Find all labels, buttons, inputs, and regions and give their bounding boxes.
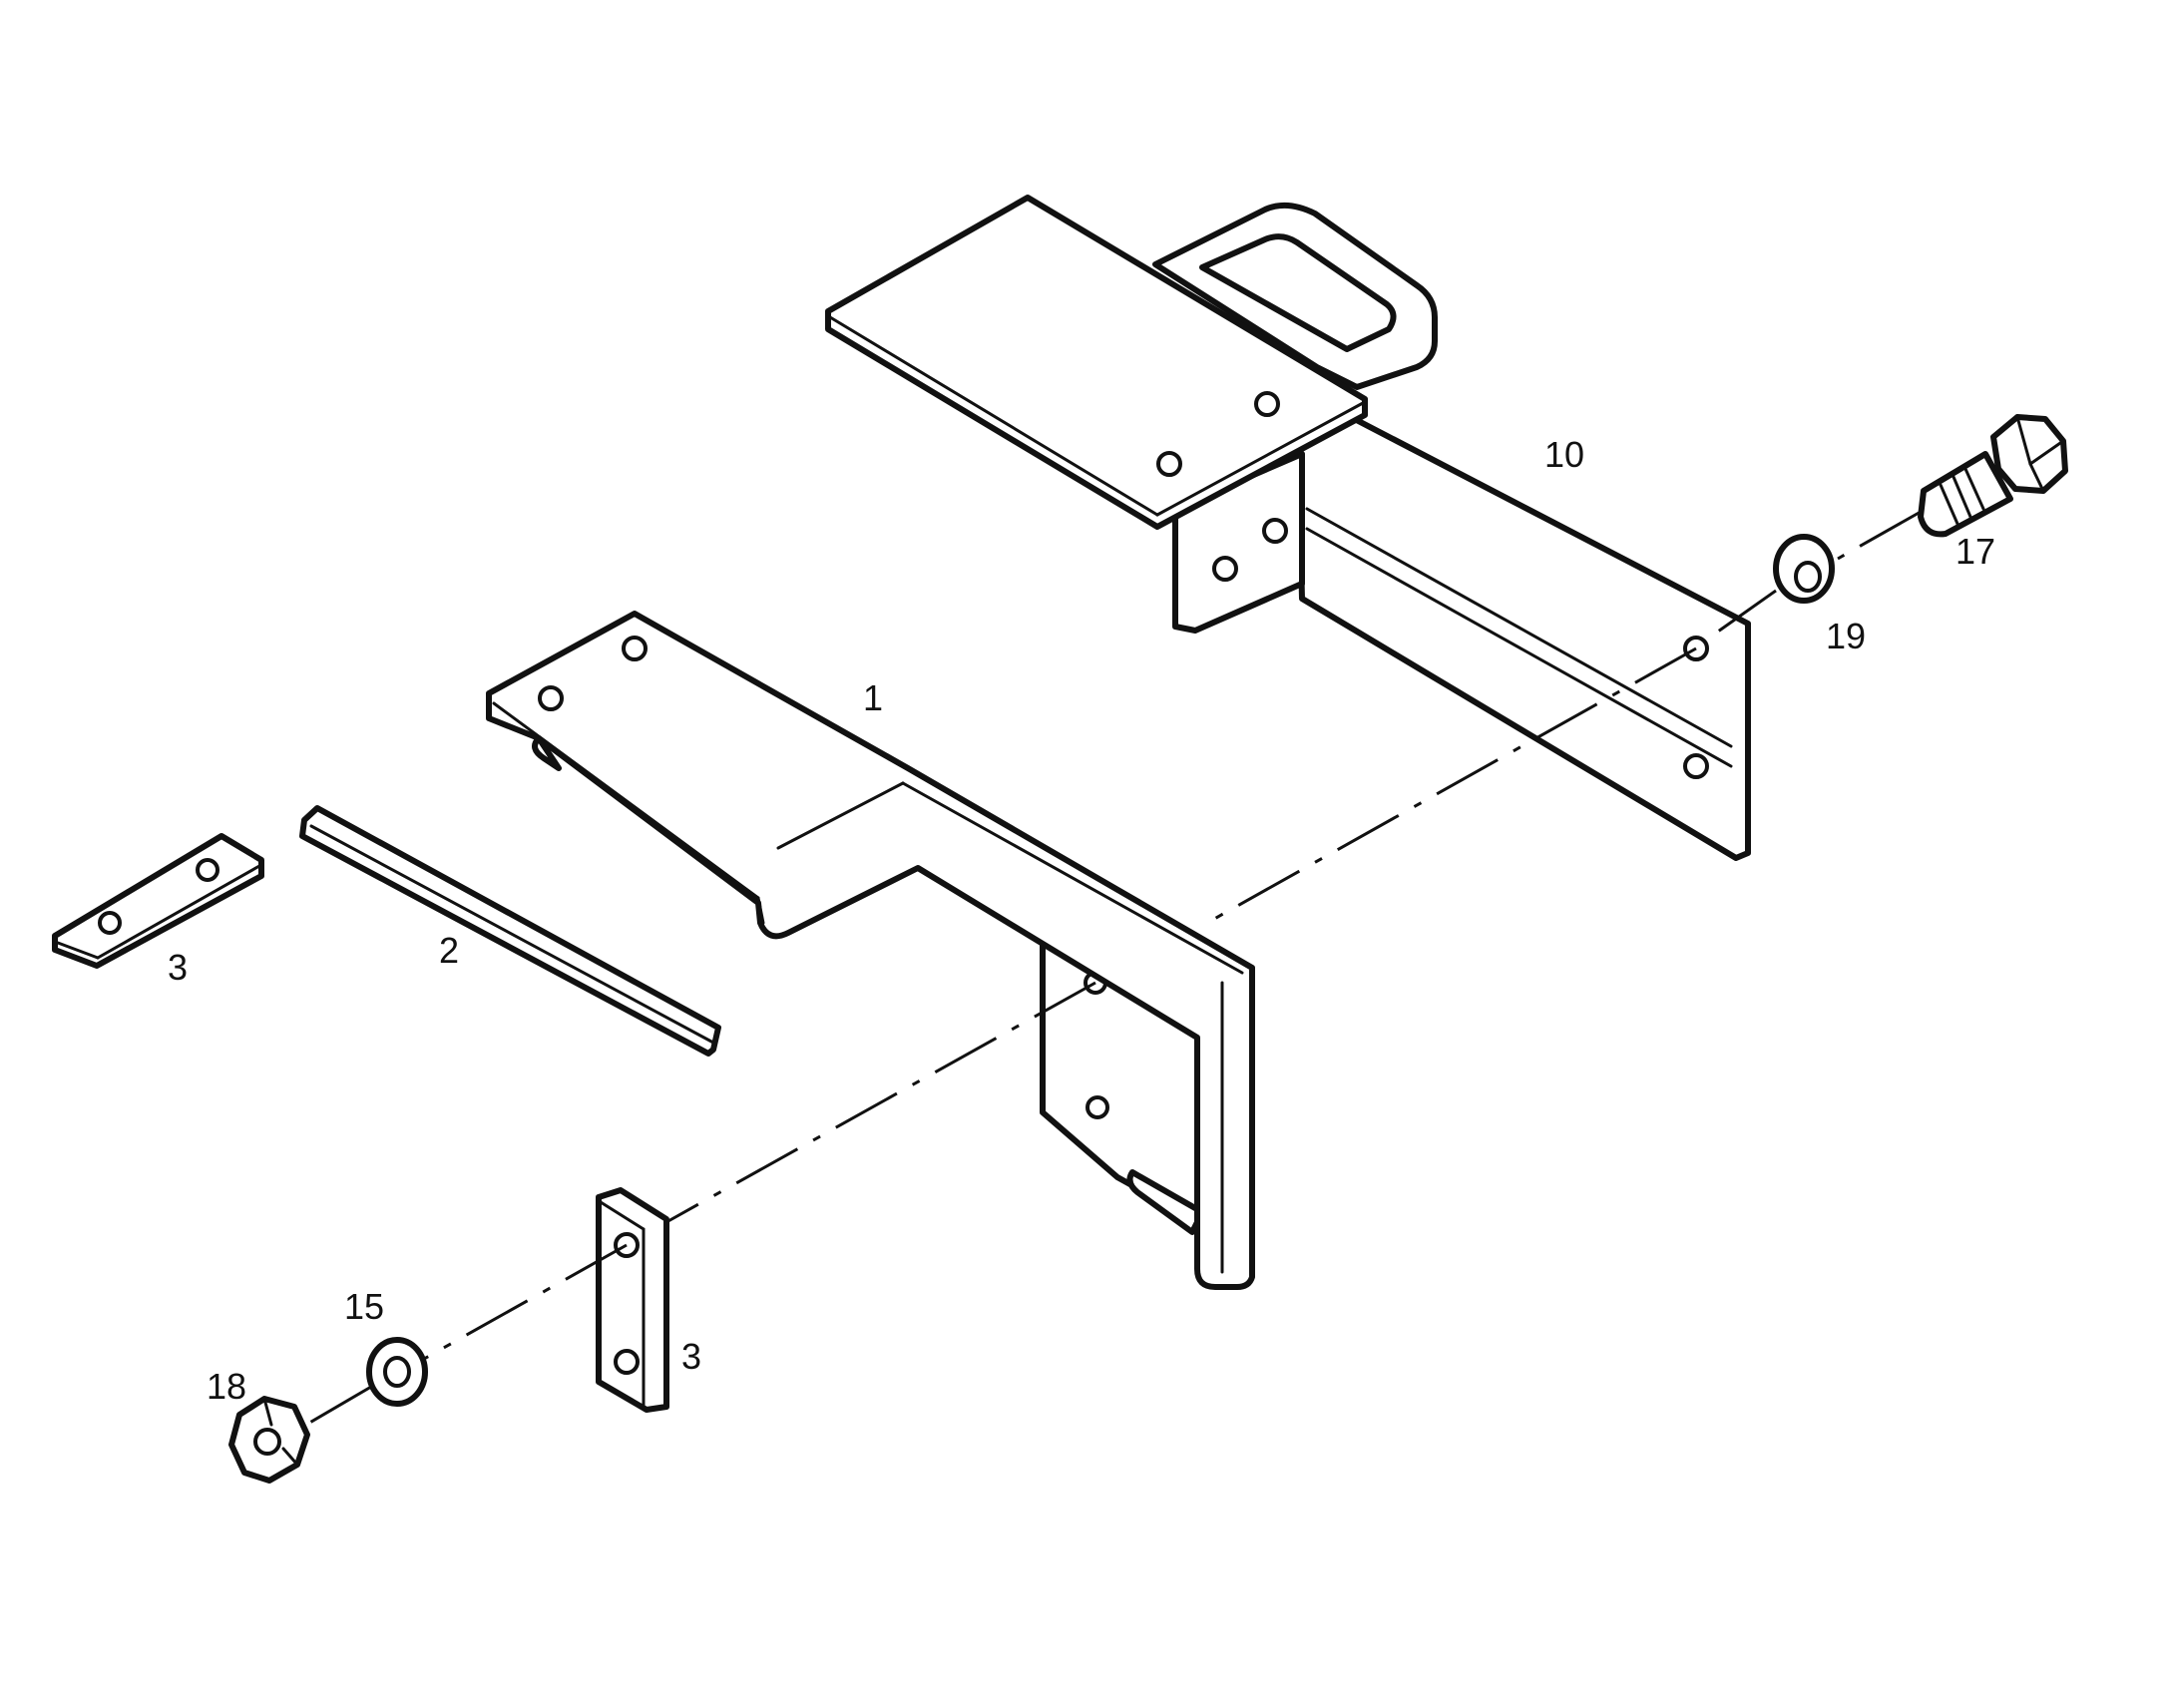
- callout-part-1: 1: [863, 677, 883, 718]
- part-10-upper-bracket: [825, 195, 1751, 861]
- part-3-plate-left: [52, 833, 264, 969]
- callout-part-3-lower: 3: [681, 1336, 701, 1377]
- leader-bolt-to-washer: [1837, 510, 1922, 561]
- leader-bracket1-to-plate3: [665, 981, 1096, 1224]
- leader-plate3-to-washer15: [423, 1243, 628, 1361]
- part-19-washer: [1773, 534, 1835, 604]
- callout-part-10: 10: [1544, 434, 1584, 475]
- part-2-strip: [299, 805, 721, 1057]
- callout-labels: 1 2 3 3 10 15 17 18 19: [168, 434, 1995, 1407]
- callout-part-18: 18: [207, 1366, 246, 1407]
- callout-part-19: 19: [1826, 616, 1866, 656]
- callout-part-3-left: 3: [168, 947, 188, 988]
- callout-part-2: 2: [439, 930, 459, 971]
- part-18-hex-nut: [228, 1396, 310, 1484]
- leader-washer15-to-nut18: [298, 1385, 372, 1431]
- part-17-bolt: [1918, 414, 2068, 538]
- part-15-washer: [366, 1337, 428, 1407]
- leader-bracket10-to-bracket1: [1206, 646, 1697, 925]
- part-3-plate-lower: [596, 1187, 669, 1413]
- leader-washer-to-bracket: [1707, 589, 1777, 640]
- callout-part-15: 15: [344, 1286, 384, 1327]
- assembly-leader-lines: [298, 510, 1922, 1431]
- part-1-main-bracket: [486, 611, 1255, 1290]
- callout-part-17: 17: [1955, 531, 1995, 572]
